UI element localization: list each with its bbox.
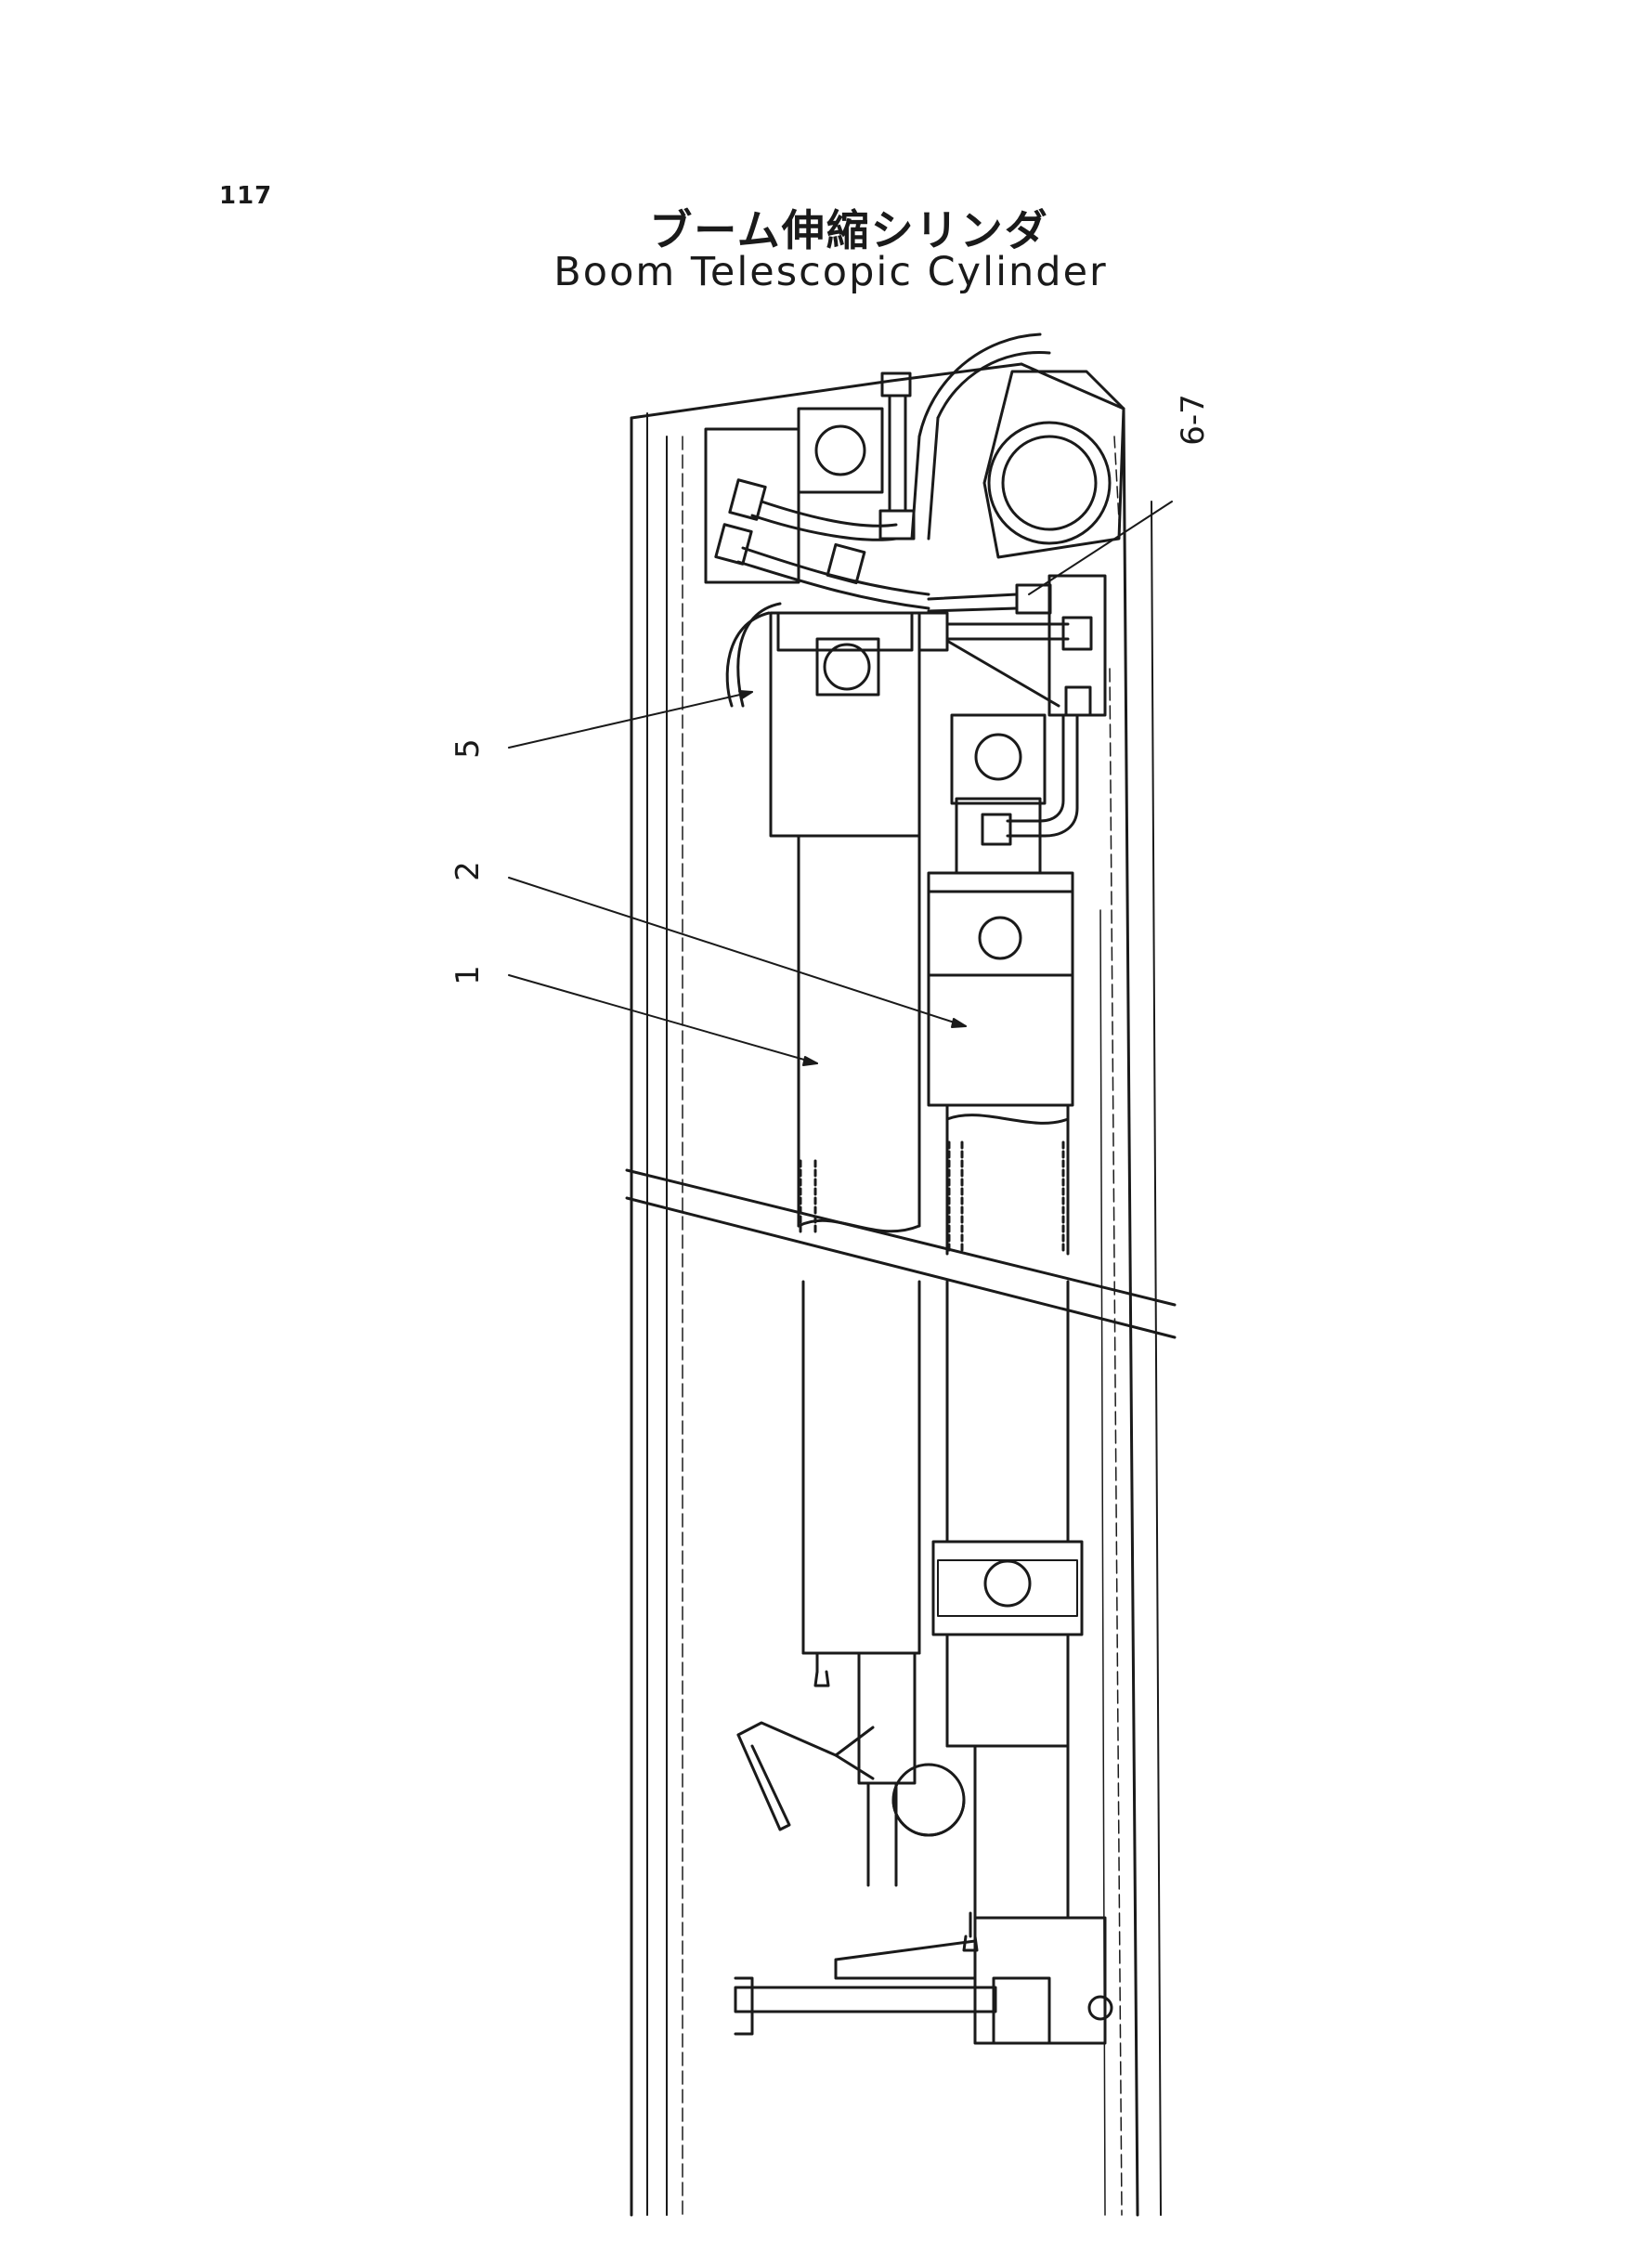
callout-1: 1 xyxy=(449,965,487,985)
callout-leaders xyxy=(508,501,1173,1066)
cylinder-1 xyxy=(769,611,921,1887)
title-japanese: ブーム伸縮シリンダ xyxy=(649,205,1049,255)
callout-6-7: 6-7 xyxy=(1175,394,1212,446)
head-sheave xyxy=(910,332,1125,559)
cross-member xyxy=(625,1168,1177,1339)
callout-5: 5 xyxy=(449,738,487,759)
page-number: 117 xyxy=(219,182,273,210)
top-hose-assembly xyxy=(704,371,1107,846)
bottom-linkage xyxy=(734,1721,997,2036)
callout-2: 2 xyxy=(449,861,487,881)
title-english: Boom Telescopic Cylinder xyxy=(553,249,1108,295)
cylinder-2 xyxy=(927,713,1113,2045)
boom-frame xyxy=(630,362,1162,2217)
